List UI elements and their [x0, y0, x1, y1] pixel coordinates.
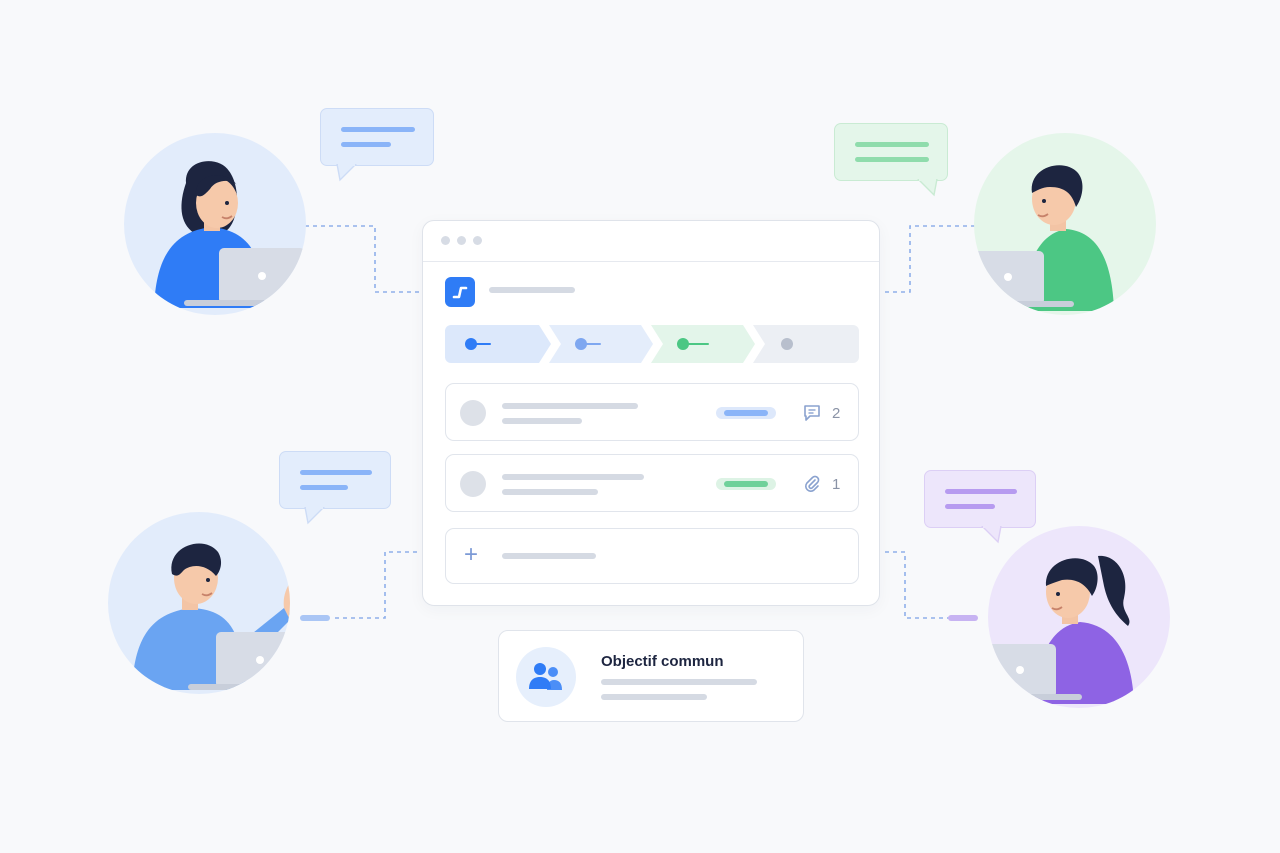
assignee-avatar [460, 400, 486, 426]
chat-bubble-bottom-right [924, 470, 1036, 528]
chat-bubble-tail [981, 526, 1002, 544]
participant-avatar-top-left [124, 133, 306, 315]
pipeline-stages [445, 325, 859, 363]
participant-avatar-bottom-left [108, 512, 290, 694]
chat-bubble-tail [336, 164, 357, 182]
status-badge [716, 407, 776, 419]
add-task-placeholder [502, 553, 596, 559]
goal-description-placeholder [601, 679, 757, 685]
task-title-placeholder [502, 403, 638, 409]
chat-bubble-tail [304, 507, 325, 525]
comment-icon[interactable] [802, 403, 822, 423]
pipeline-stage-1[interactable] [445, 325, 551, 363]
window-titlebar [423, 221, 879, 262]
attachment-count: 1 [832, 475, 841, 493]
participant-avatar-top-right [974, 133, 1156, 315]
plus-icon: + [464, 541, 479, 568]
task-subtitle-placeholder [502, 418, 582, 424]
assignee-avatar [460, 471, 486, 497]
status-badge [716, 478, 776, 490]
team-icon [516, 647, 576, 707]
app-logo-icon [445, 277, 475, 307]
comment-count: 2 [832, 404, 841, 422]
chat-bubble-bottom-left [279, 451, 391, 509]
shared-goal-card[interactable]: Objectif commun [498, 630, 804, 722]
pipeline-stage-4[interactable] [753, 325, 859, 363]
pipeline-stage-3[interactable] [651, 325, 755, 363]
chat-bubble-top-right [834, 123, 948, 181]
app-title-placeholder [489, 287, 575, 293]
add-task-button[interactable]: + [445, 528, 859, 584]
chat-bubble-top-left [320, 108, 434, 166]
goal-description-placeholder [601, 694, 707, 700]
participant-avatar-bottom-right [988, 526, 1170, 708]
task-card[interactable]: 1 [445, 454, 859, 512]
chat-bubble-tail [917, 179, 938, 197]
task-card[interactable]: 2 [445, 383, 859, 441]
task-subtitle-placeholder [502, 489, 598, 495]
window-control-dot[interactable] [457, 236, 466, 245]
window-control-dot[interactable] [441, 236, 450, 245]
paperclip-icon[interactable] [802, 474, 822, 494]
task-title-placeholder [502, 474, 644, 480]
app-window: 2 1 + [422, 220, 880, 606]
window-control-dot[interactable] [473, 236, 482, 245]
pipeline-stage-2[interactable] [549, 325, 653, 363]
goal-title: Objectif commun [601, 653, 724, 670]
